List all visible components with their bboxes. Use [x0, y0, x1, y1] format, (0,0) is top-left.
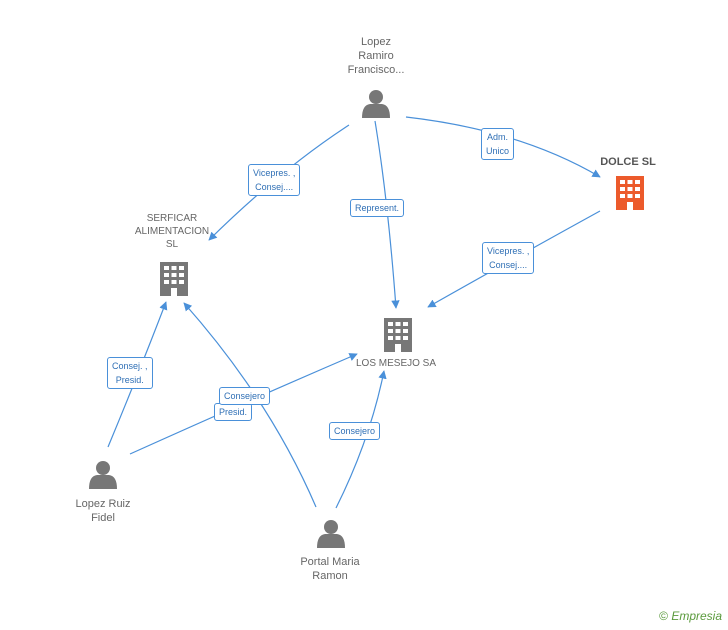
node-label-lopez-ramiro[interactable]: Lopez Ramiro Francisco... — [347, 36, 405, 76]
footer-brand[interactable]: © Empresia — [659, 609, 722, 623]
person-icon[interactable] — [317, 520, 345, 548]
edge-label-consejero-ruiz[interactable]: Consejero — [219, 387, 271, 405]
node-label-dolce[interactable]: DOLCE SL — [600, 156, 656, 168]
node-label-portal[interactable]: Portal Maria Ramon — [300, 556, 360, 582]
node-label-los-mesejo[interactable]: LOS MESEJO SA — [355, 358, 437, 369]
edge-label-presid[interactable]: Presid. — [214, 403, 253, 421]
edge-label-consejero-portal[interactable]: Consejero — [329, 422, 381, 440]
edge-label-represent[interactable]: Represent. — [350, 199, 405, 217]
brand-name: Empresia — [671, 609, 722, 623]
node-label-lopez-ruiz[interactable]: Lopez Ruiz Fidel — [75, 498, 131, 524]
building-icon[interactable] — [160, 262, 188, 296]
person-icon[interactable] — [89, 461, 117, 489]
building-icon[interactable] — [384, 318, 412, 352]
edge-label-adm-unico[interactable]: Adm. Unico — [481, 128, 515, 160]
edge-label-vicepres-serficar[interactable]: Vicepres. , Consej.... — [248, 164, 301, 196]
person-icon[interactable] — [362, 90, 390, 118]
edge-label-vicepres-mesejo[interactable]: Vicepres. , Consej.... — [482, 242, 535, 274]
node-label-serficar[interactable]: SERFICAR ALIMENTACION SL — [134, 213, 210, 250]
edge-label-consej-presid[interactable]: Consej. , Presid. — [107, 357, 153, 389]
building-icon[interactable] — [616, 176, 644, 210]
copyright-icon: © — [659, 609, 668, 623]
